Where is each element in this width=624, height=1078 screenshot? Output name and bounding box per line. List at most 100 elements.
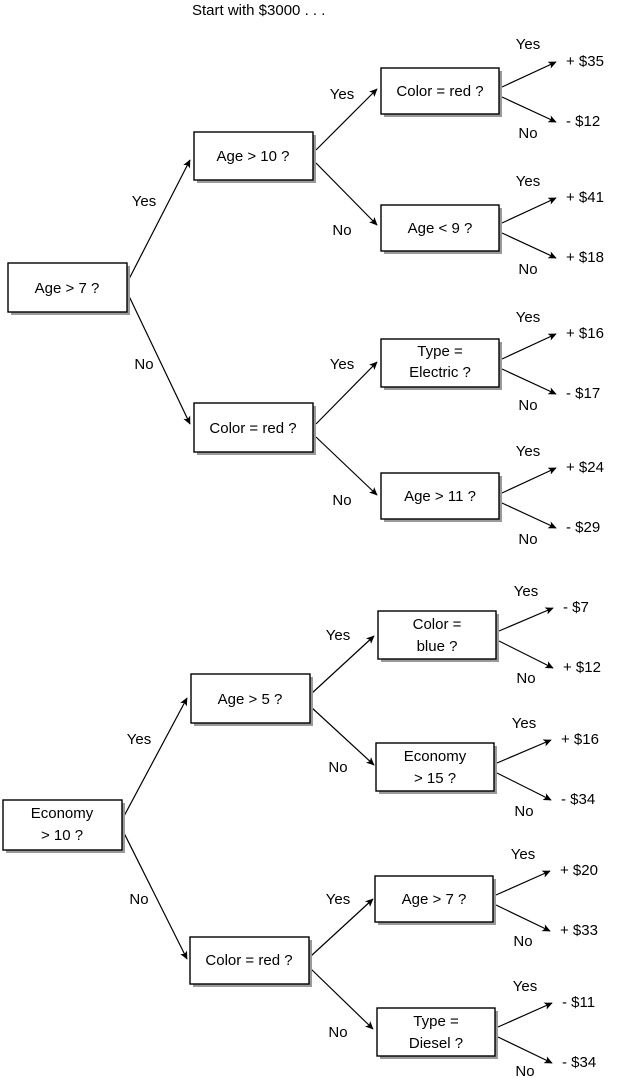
edge-label-leaf-4-no: No	[518, 531, 537, 548]
node-label: Type =	[417, 343, 463, 360]
leaf-value: + $24	[566, 459, 604, 476]
edge-label-age5-yes: Yes	[326, 627, 350, 644]
node-label: Color = red ?	[396, 83, 483, 100]
edge-label-leaf-1-yes: Yes	[516, 36, 540, 53]
edge-leaf-3-no	[501, 368, 557, 395]
edge-root-yes	[127, 159, 191, 282]
leaf-value: + $16	[561, 731, 599, 748]
edge-leaf-6-yes	[496, 739, 552, 764]
edge-leaf-8-yes	[497, 1002, 553, 1028]
leaf-value: + $16	[566, 325, 604, 342]
edge-label-age5-no: No	[328, 759, 347, 776]
node-label: Age > 7 ?	[402, 891, 467, 908]
edge-label-leaf-6-no: No	[514, 803, 533, 820]
edge-leaf-2-no	[501, 232, 557, 259]
edge-label-leaf-4-yes: Yes	[516, 443, 540, 460]
edge-label-root2-no: No	[129, 891, 148, 908]
node-level2-yes[interactable]: Age > 10 ?	[193, 131, 316, 183]
edge-age10-no	[315, 162, 378, 226]
leaf-value: + $20	[560, 862, 598, 879]
node-level3-4[interactable]: Age > 11 ?	[380, 472, 502, 522]
edge-leaf-4-no	[501, 502, 557, 529]
node-label-line2: blue ?	[417, 638, 458, 655]
edge-leaf-2-yes	[501, 197, 557, 224]
edge-label-root2-yes: Yes	[127, 731, 151, 748]
node-level2-no[interactable]: Color = red ?	[189, 936, 312, 987]
node-label-line2: Diesel ?	[409, 1035, 463, 1052]
node-level3-3[interactable]: Age > 7 ?	[374, 875, 496, 925]
leaf-value: + $33	[560, 922, 598, 939]
node-root[interactable]: Age > 7 ?	[7, 262, 130, 315]
edge-label-colorred2-yes: Yes	[326, 891, 350, 908]
edge-label-root-no: No	[134, 356, 153, 373]
tree-2: Yes No Yes No Yes No Yes No - $7 + $12 Y…	[2, 583, 601, 1078]
edge-leaf-5-yes	[498, 607, 554, 632]
node-label: Age > 10 ?	[217, 148, 290, 165]
edge-leaf-5-no	[498, 640, 554, 669]
edge-leaf-6-no	[496, 772, 552, 801]
leaf-value: + $18	[566, 249, 604, 266]
leaf-value: + $41	[566, 189, 604, 206]
node-label: Type =	[413, 1013, 459, 1030]
edge-leaf-4-yes	[501, 467, 557, 494]
edge-colorred1-no	[315, 436, 378, 496]
node-label: Age > 5 ?	[218, 691, 283, 708]
edge-age5-yes	[310, 635, 375, 695]
leaf-value: - $11	[562, 994, 595, 1011]
edge-label-leaf-2-yes: Yes	[516, 173, 540, 190]
node-level2-no[interactable]: Color = red ?	[193, 402, 316, 455]
node-level3-1[interactable]: Color = blue ?	[377, 610, 499, 662]
tree-1: Yes No Yes No Yes No Yes No + $35 - $12 …	[7, 36, 604, 548]
edge-label-leaf-3-yes: Yes	[516, 309, 540, 326]
edge-leaf-8-no	[497, 1036, 553, 1064]
edge-label-colorred1-no: No	[332, 492, 351, 509]
node-label: Age < 9 ?	[408, 220, 473, 237]
edge-label-leaf-7-yes: Yes	[511, 846, 535, 863]
node-level3-1[interactable]: Color = red ?	[380, 67, 502, 117]
leaf-value: + $12	[563, 659, 601, 676]
edge-label-colorred2-no: No	[328, 1024, 347, 1041]
node-label-line2: Electric ?	[409, 364, 471, 381]
edge-root-no	[127, 293, 191, 425]
page-title: Start with $3000 . . .	[192, 2, 325, 19]
edge-age10-yes	[315, 88, 378, 151]
edge-colorred2-no	[310, 968, 374, 1030]
leaf-value: - $29	[566, 519, 600, 536]
edge-colorred2-yes	[310, 898, 374, 957]
edge-label-leaf-6-yes: Yes	[512, 715, 536, 732]
edge-label-leaf-2-no: No	[518, 261, 537, 278]
node-level3-2[interactable]: Economy > 15 ?	[375, 742, 497, 794]
edge-root2-yes	[122, 697, 188, 819]
leaf-value: - $34	[562, 1054, 596, 1071]
node-root[interactable]: Economy > 10 ?	[2, 799, 125, 853]
edge-leaf-7-yes	[495, 870, 551, 896]
edge-colorred1-yes	[315, 361, 378, 425]
node-label: Economy	[31, 805, 94, 822]
edge-label-age10-yes: Yes	[330, 86, 354, 103]
edge-root2-no	[122, 830, 188, 960]
edge-label-leaf-8-no: No	[515, 1063, 534, 1078]
edge-label-leaf-1-no: No	[518, 125, 537, 142]
node-label-line2: > 15 ?	[414, 770, 456, 787]
edge-leaf-1-yes	[501, 61, 557, 88]
node-level3-4[interactable]: Type = Diesel ?	[376, 1007, 498, 1059]
node-level2-yes[interactable]: Age > 5 ?	[190, 673, 313, 726]
node-label-line2: > 10 ?	[41, 827, 83, 844]
edge-label-leaf-3-no: No	[518, 397, 537, 414]
node-level3-2[interactable]: Age < 9 ?	[380, 204, 502, 254]
node-label: Age > 11 ?	[404, 488, 476, 505]
edge-label-age10-no: No	[332, 222, 351, 239]
edge-label-root-yes: Yes	[132, 193, 156, 210]
node-level3-3[interactable]: Type = Electric ?	[380, 338, 502, 390]
leaf-value: - $17	[566, 385, 600, 402]
edge-leaf-7-no	[495, 904, 551, 932]
node-label: Economy	[404, 748, 467, 765]
leaf-value: - $34	[561, 791, 595, 808]
leaf-value: + $35	[566, 53, 604, 70]
edge-label-leaf-8-yes: Yes	[513, 978, 537, 995]
edge-label-leaf-7-no: No	[513, 933, 532, 950]
edge-age5-no	[310, 706, 375, 766]
node-label: Color = red ?	[205, 952, 292, 969]
